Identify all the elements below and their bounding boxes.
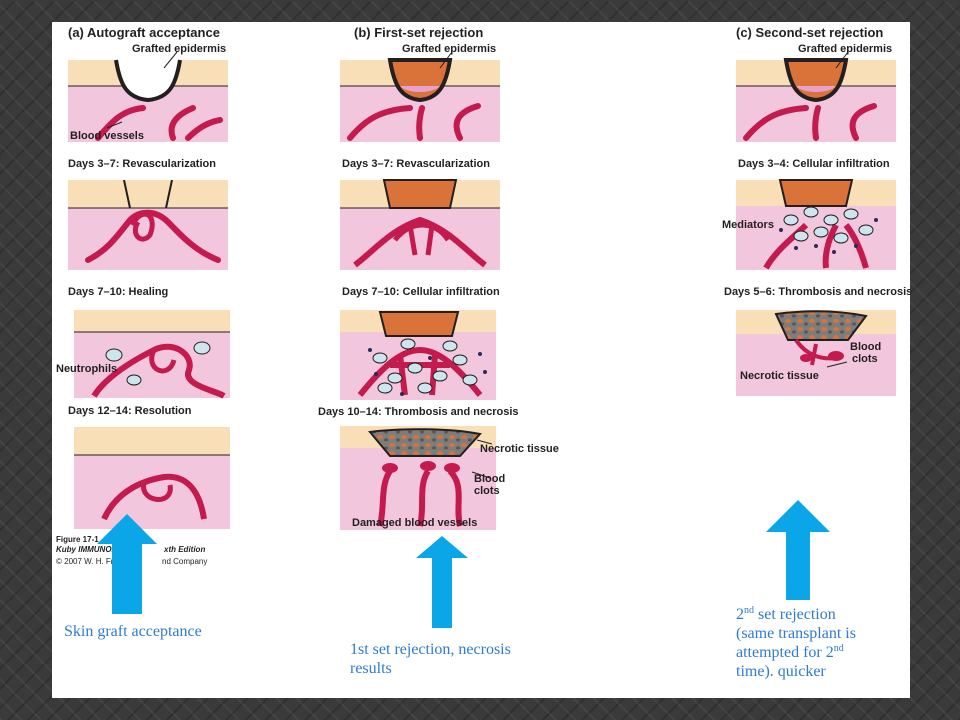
annotation-autograft: Skin graft acceptance (64, 623, 202, 640)
annotation-second-set: 2nd set rejection (same transplant is at… (736, 605, 908, 681)
panel-a-stage-4 (74, 427, 230, 529)
label-clots-c: clots (852, 353, 878, 365)
annotation-first-set: 1st set rejection, necrosis results (350, 641, 511, 677)
note-line2: (same transplant is (736, 625, 856, 642)
caption-book-end: xth Edition (163, 545, 205, 554)
label-necrotic-tissue-b: Necrotic tissue (480, 443, 559, 455)
note-line1-rest: set rejection (754, 606, 836, 623)
label-mediators: Mediators (722, 219, 774, 231)
panel-a-stage-3 (74, 310, 230, 399)
panel-a-stage-2 (68, 179, 228, 270)
panel-a-stage-3-title: Days 7–10: Healing (68, 286, 168, 298)
note-line3-sup: nd (833, 643, 844, 654)
panel-a-header: (a) Autograft acceptance (68, 25, 220, 40)
panel-b-stage-4 (340, 426, 496, 530)
panel-c-stage-2 (736, 179, 896, 270)
panel-b-stage-2 (340, 179, 500, 270)
panel-a-stage-2-title: Days 3–7: Revascularization (68, 158, 216, 170)
panel-a-stage-1 (68, 59, 228, 142)
arrow-second-set (766, 500, 830, 600)
label-damaged-vessels: Damaged blood vessels (352, 517, 477, 529)
label-necrotic-tissue-c: Necrotic tissue (740, 370, 819, 382)
note-line3-pre: attempted for 2 (736, 644, 834, 661)
label-blood-vessels: Blood vessels (70, 130, 144, 142)
panel-b-header: (b) First-set rejection (354, 25, 483, 40)
panel-c-header: (c) Second-set rejection (736, 25, 883, 40)
panel-b-stage-4-title: Days 10–14: Thrombosis and necrosis (318, 406, 519, 418)
caption-figure: Figure 17-1 (56, 535, 99, 544)
panel-c-stage-3-title: Days 5–6: Thrombosis and necrosis (724, 286, 910, 298)
caption-publisher-end: nd Company (162, 557, 207, 566)
arrow-first-set (416, 536, 468, 628)
label-grafted-epidermis-b: Grafted epidermis (402, 43, 496, 55)
note-line1-num: 2 (736, 606, 744, 623)
panel-b-stage-3 (340, 310, 496, 400)
panel-c-stage-1 (736, 58, 896, 142)
panel-c-stage-2-title: Days 3–4: Cellular infiltration (738, 158, 890, 170)
caption-book: Kuby IMMUNOLO (56, 545, 123, 554)
arrow-autograft (97, 514, 157, 614)
label-grafted-epidermis-c: Grafted epidermis (798, 43, 892, 55)
panel-b-stage-1 (340, 58, 500, 142)
panel-c-stage-3 (736, 310, 896, 396)
panel-b-stage-3-title: Days 7–10: Cellular infiltration (342, 286, 500, 298)
label-clots-b: clots (474, 485, 500, 497)
note-line4: time). quicker (736, 663, 826, 680)
label-neutrophils: Neutrophils (56, 363, 117, 375)
label-blood-b: Blood (474, 473, 505, 485)
caption-publisher: © 2007 W. H. Free (56, 557, 123, 566)
panel-b-stage-2-title: Days 3–7: Revascularization (342, 158, 490, 170)
note-line1-sup: nd (744, 605, 754, 616)
graft-rejection-figure: (a) Autograft acceptance Grafted epiderm… (56, 25, 910, 628)
slide: (a) Autograft acceptance Grafted epiderm… (52, 22, 910, 698)
label-grafted-epidermis-a: Grafted epidermis (132, 43, 226, 55)
panel-a-stage-4-title: Days 12–14: Resolution (68, 405, 192, 417)
label-blood-c: Blood (850, 341, 881, 353)
